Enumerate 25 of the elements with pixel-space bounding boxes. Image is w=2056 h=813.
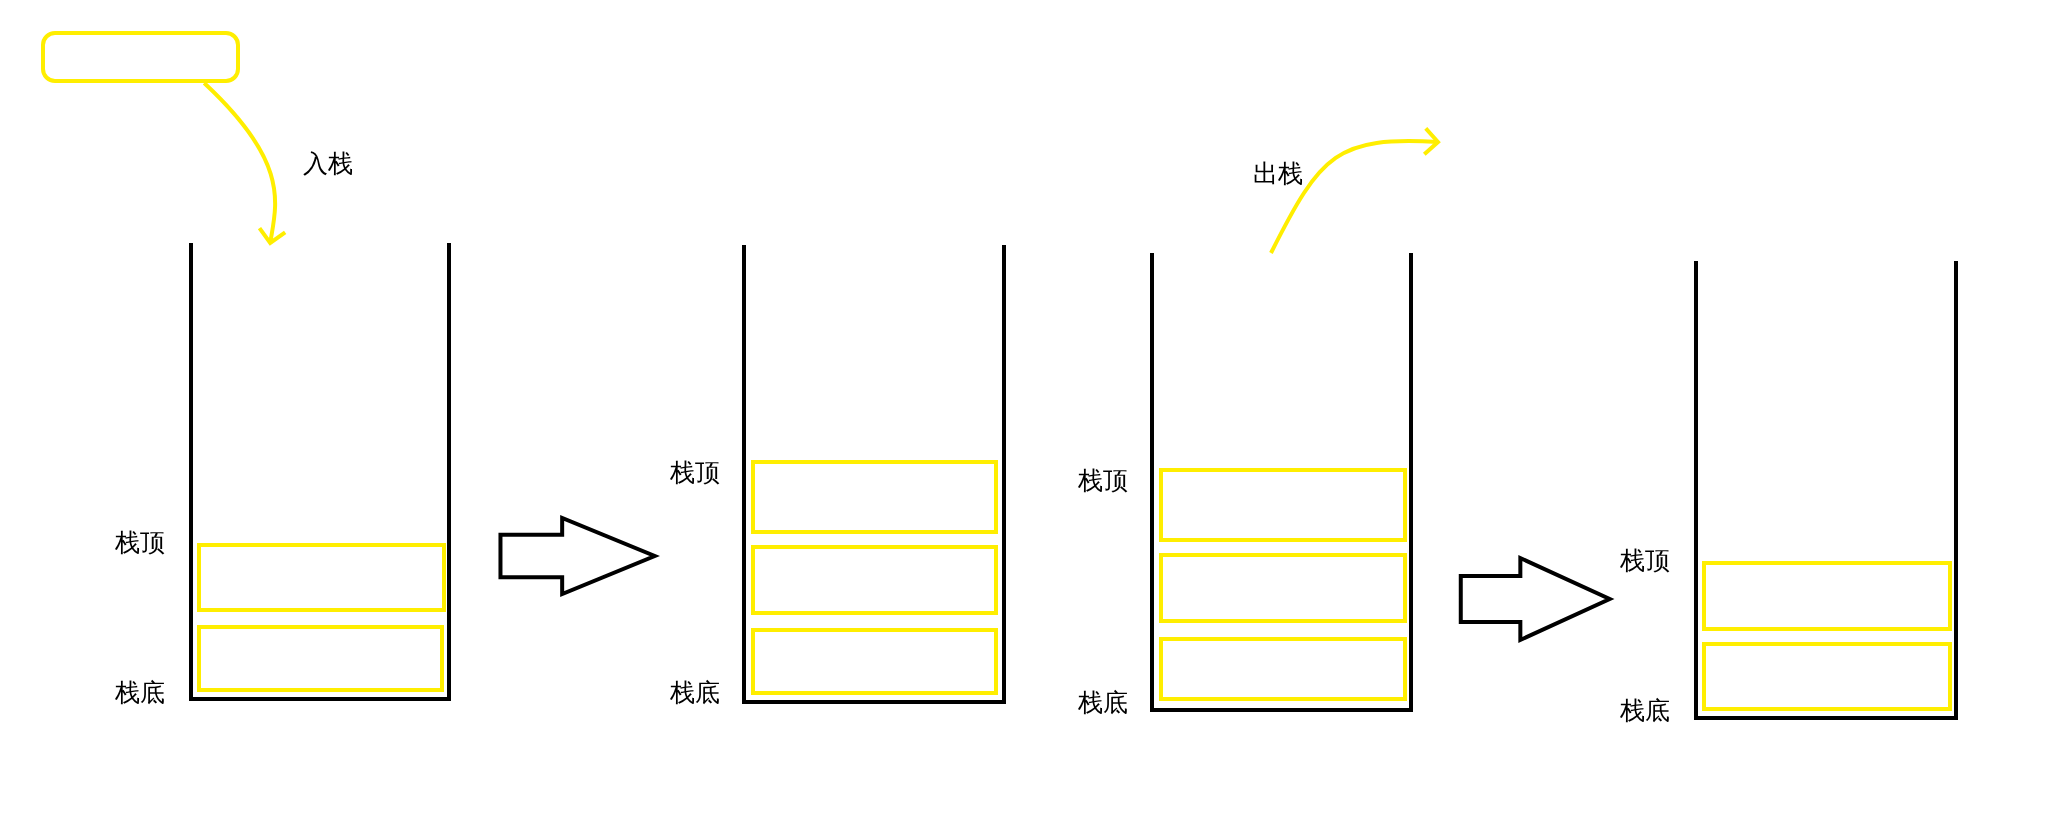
stack-item-box [751, 460, 998, 534]
stack-item-box [1702, 561, 1952, 631]
stack-item-box [751, 545, 998, 615]
block-arrow [498, 515, 660, 597]
position-label: 栈底 [1078, 690, 1128, 715]
position-label: 栈底 [115, 680, 165, 705]
curved-arrow [1269, 126, 1440, 254]
position-label: 栈顶 [1620, 548, 1670, 573]
stack-item-box [751, 628, 998, 695]
stack-item-box [1702, 642, 1952, 711]
position-label: 栈顶 [670, 460, 720, 485]
position-label: 栈顶 [1078, 468, 1128, 493]
stack-item-box [197, 625, 444, 692]
curved-arrow [202, 81, 288, 245]
block-arrow [1458, 554, 1615, 644]
stack-item-box [197, 543, 446, 612]
edge-label: 入栈 [302, 150, 354, 177]
stack-item-box [41, 31, 240, 83]
position-label: 栈顶 [115, 530, 165, 555]
stack-item-box [1159, 637, 1407, 701]
position-label: 栈底 [1620, 698, 1670, 723]
stack-item-box [1159, 553, 1407, 623]
position-label: 栈底 [670, 680, 720, 705]
edge-label: 出栈 [1252, 160, 1304, 187]
stack-item-box [1159, 468, 1407, 542]
